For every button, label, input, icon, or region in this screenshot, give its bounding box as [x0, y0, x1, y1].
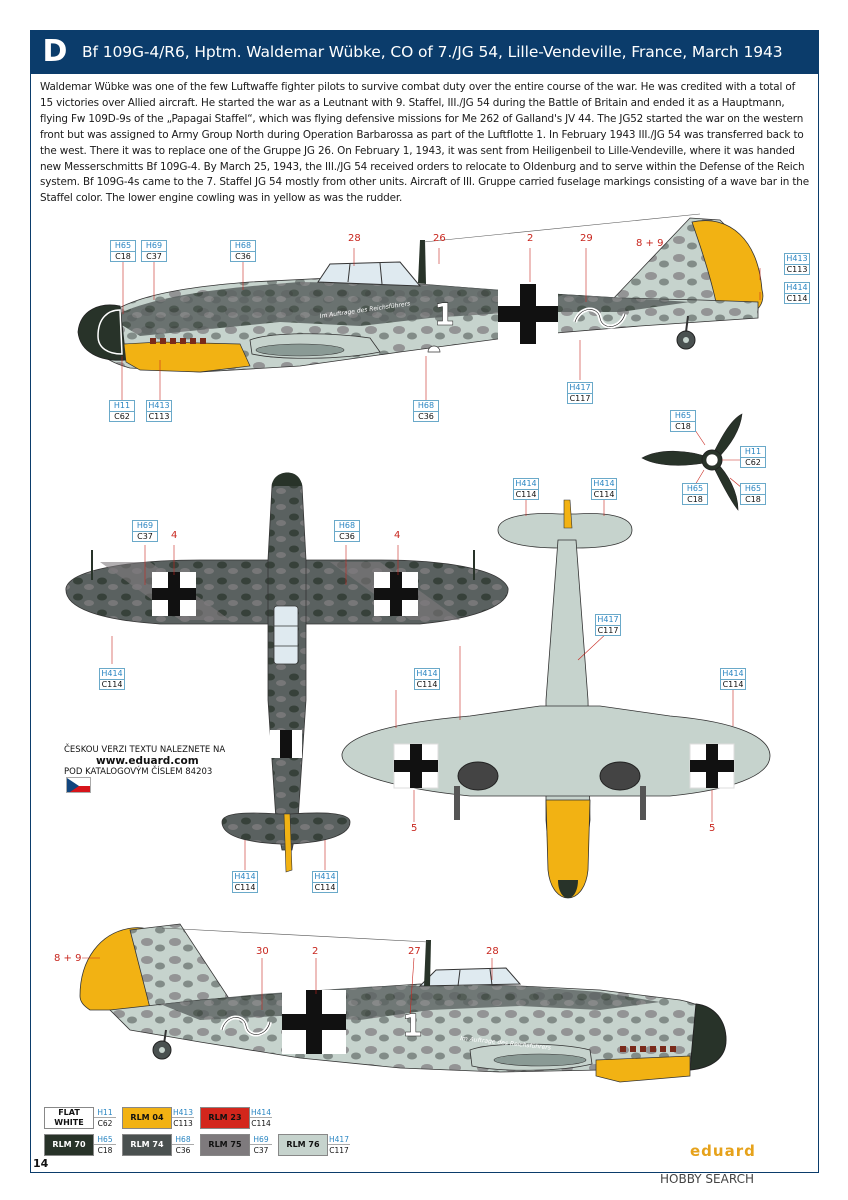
propeller-view	[641, 413, 743, 511]
fuselage-number-top: 1	[434, 298, 455, 333]
top-view	[65, 472, 509, 873]
stencil-side2-27: 27	[408, 946, 421, 957]
hobby-search-watermark: HOBBY SEARCH	[660, 1172, 754, 1186]
stencil-top-4-left: 4	[171, 530, 178, 541]
side-view-left	[77, 213, 764, 400]
history-text: Waldemar Wübke was one of the few Luftwa…	[40, 81, 809, 205]
czech-flag-icon	[66, 777, 91, 793]
scheme-header: D Bf 109G-4/R6, Hptm. Waldemar Wübke, CO…	[30, 30, 819, 74]
stencil-top-4-right: 4	[394, 530, 401, 541]
fuselage-number-bottom: 1	[402, 1009, 423, 1044]
stencil-side2-28: 28	[486, 946, 499, 957]
side-view-right	[79, 923, 727, 1083]
scheme-title: Bf 109G-4/R6, Hptm. Waldemar Wübke, CO o…	[82, 43, 783, 61]
eduard-logo: eduard	[690, 1142, 756, 1160]
stencil-bottom-5-left: 5	[411, 823, 418, 834]
stencil-side-28: 28	[348, 233, 361, 244]
stencil-side-8-9: 8 + 9	[636, 238, 664, 249]
stencil-side2-30: 30	[256, 946, 269, 957]
stencil-side-29: 29	[580, 233, 593, 244]
stencil-side2-2: 2	[312, 946, 319, 957]
czech-line-2: POD KATALOGOVÝM ČÍSLEM 84203	[64, 767, 213, 777]
stencil-side2-8-9: 8 + 9	[54, 953, 82, 964]
czech-line-1: ČESKOU VERZI TEXTU NALEZNETE NA	[64, 745, 226, 755]
bottom-view	[341, 499, 771, 899]
scheme-letter: D	[42, 34, 68, 69]
eduard-url-link[interactable]: www.eduard.com	[96, 755, 199, 767]
stencil-side-26: 26	[433, 233, 446, 244]
stencil-bottom-5-right: 5	[709, 823, 716, 834]
stencil-side-2: 2	[527, 233, 534, 244]
page-number: 14	[33, 1157, 49, 1170]
czech-version-note: ČESKOU VERZI TEXTU NALEZNETE NA www.edua…	[64, 745, 225, 777]
